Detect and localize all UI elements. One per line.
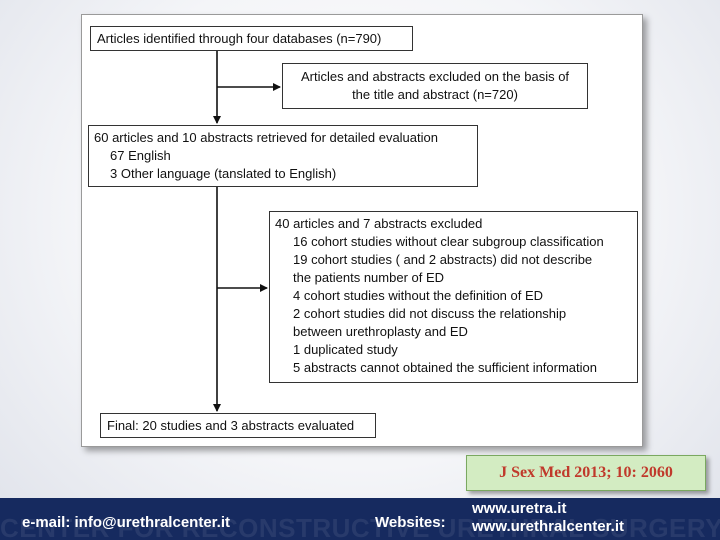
footer-email[interactable]: e-mail: info@urethralcenter.it [22,514,231,531]
retrieved-line2: 67 English [110,148,171,163]
excluded-detailed-box: 40 articles and 7 abstracts excluded 16 … [269,211,638,383]
exclusion-reason: 16 cohort studies without clear subgroup… [293,234,604,249]
footer-websites-list: www.uretra.it www.urethralcenter.it [472,500,624,536]
citation-text: J Sex Med 2013; 10: 2060 [499,464,673,481]
excluded-title-abstract-box: Articles and abstracts excluded on the b… [282,63,588,109]
exclusion-reason: 5 abstracts cannot obtained the sufficie… [293,360,598,375]
exclusion-reason: the patients number of ED [293,270,445,285]
website-link-uretra[interactable]: www.uretra.it [472,500,567,517]
retrieved-for-evaluation-box: 60 articles and 10 abstracts retrieved f… [88,125,478,187]
exclusion-reason: between urethroplasty and ED [293,324,468,339]
retrieved-line3: 3 Other language (tanslated to English) [110,166,337,181]
identified-articles-box: Articles identified through four databas… [90,26,413,51]
final-evaluated-text: Final: 20 studies and 3 abstracts evalua… [107,418,355,433]
excluded-title-abstract-line1: Articles and abstracts excluded on the b… [300,69,570,84]
exclusion-reason: 2 cohort studies did not discuss the rel… [293,306,567,321]
excluded-detailed-title: 40 articles and 7 abstracts excluded [275,216,483,231]
footer-websites-label: Websites: [375,514,446,531]
footer-bar: CENTER FOR RECONSTRUCTIVE URETHRAL SURGE… [0,498,720,540]
flowchart-panel: Articles identified through four databas… [81,14,643,447]
exclusion-reason: 4 cohort studies without the definition … [293,288,544,303]
excluded-title-abstract-line2: the title and abstract (n=720) [352,87,518,102]
footer-watermark: CENTER FOR RECONSTRUCTIVE URETHRAL SURGE… [0,513,720,540]
final-evaluated-box: Final: 20 studies and 3 abstracts evalua… [100,413,376,438]
identified-articles-text: Articles identified through four databas… [97,31,382,46]
exclusion-reason: 19 cohort studies ( and 2 abstracts) did… [293,252,593,267]
flowchart-arrows [213,51,281,412]
exclusion-reason: 1 duplicated study [293,342,398,357]
website-link-urethralcenter[interactable]: www.urethralcenter.it [472,518,624,535]
retrieved-line1: 60 articles and 10 abstracts retrieved f… [94,130,438,145]
citation-badge: J Sex Med 2013; 10: 2060 [466,455,706,491]
